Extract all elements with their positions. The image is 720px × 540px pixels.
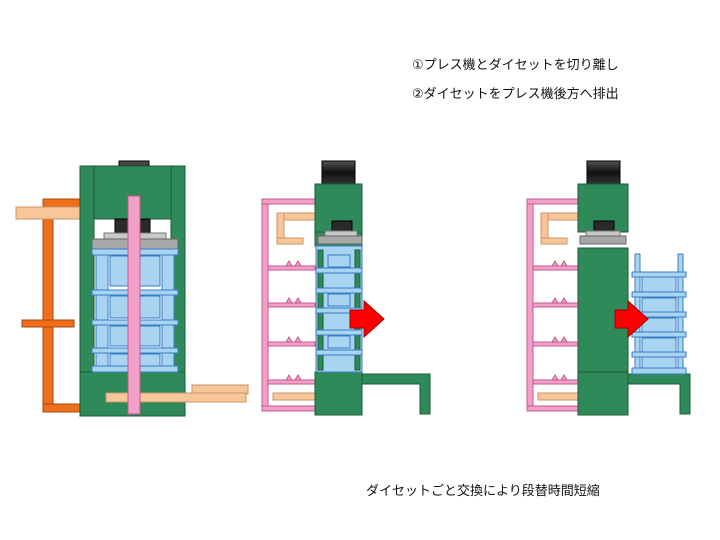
stage-2-die-separated [261, 160, 431, 416]
orange-conveyor [21, 198, 86, 413]
tan-hook [272, 212, 318, 401]
press-bed [577, 371, 629, 416]
summary-caption: ダイセットごと交換により段替時間短縮 [366, 484, 600, 499]
lower-slide-bar [105, 392, 247, 403]
stage-3-die-discharged [526, 160, 691, 416]
rear-runout-table [627, 373, 691, 415]
right-arrow-icon [614, 299, 649, 339]
right-arrow-icon [349, 299, 385, 339]
stage-1-press-with-die [15, 160, 249, 417]
pink-rack [261, 198, 316, 412]
die-set [315, 245, 363, 373]
hydraulic-cylinder [586, 160, 621, 185]
press-frame [79, 160, 186, 417]
step-1-caption: ①プレス機とダイセットを切り離し [412, 58, 619, 73]
hydraulic-cylinder [321, 160, 356, 185]
pink-rack [526, 198, 580, 412]
step-2-caption: ②ダイセットをプレス機後方へ排出 [412, 87, 619, 102]
rear-runout-table [361, 373, 431, 415]
pink-rail [127, 195, 141, 415]
press-ram [317, 220, 363, 245]
press-bed [314, 371, 363, 416]
press-ram [579, 220, 627, 245]
